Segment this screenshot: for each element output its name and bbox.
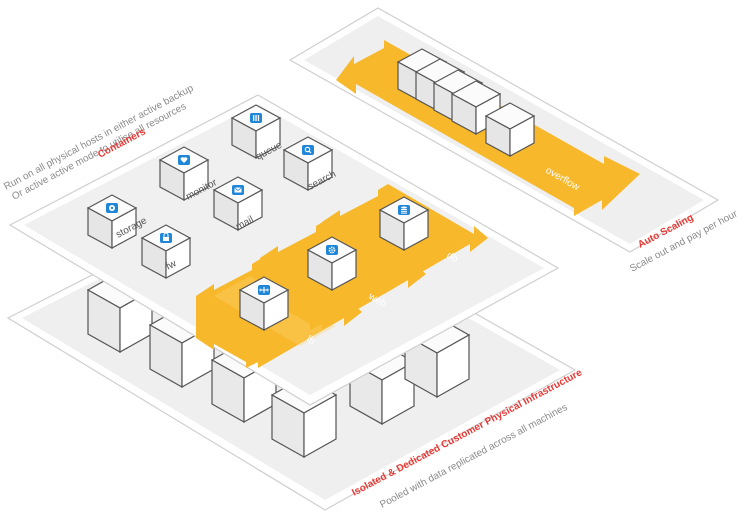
arrow-label-db: db	[445, 250, 461, 265]
gear-icon	[326, 245, 338, 255]
envelope-icon	[232, 185, 244, 195]
container-web	[307, 236, 357, 291]
magnifier-icon	[302, 145, 314, 155]
heart-icon	[178, 155, 190, 165]
move-arrows-icon	[258, 285, 270, 295]
bars-icon	[250, 113, 262, 123]
database-icon	[398, 205, 410, 215]
disc-icon	[106, 203, 118, 213]
container-fw: fw	[141, 224, 191, 279]
container-db	[379, 196, 429, 251]
container-lb	[239, 276, 289, 331]
lock-icon	[160, 232, 172, 243]
